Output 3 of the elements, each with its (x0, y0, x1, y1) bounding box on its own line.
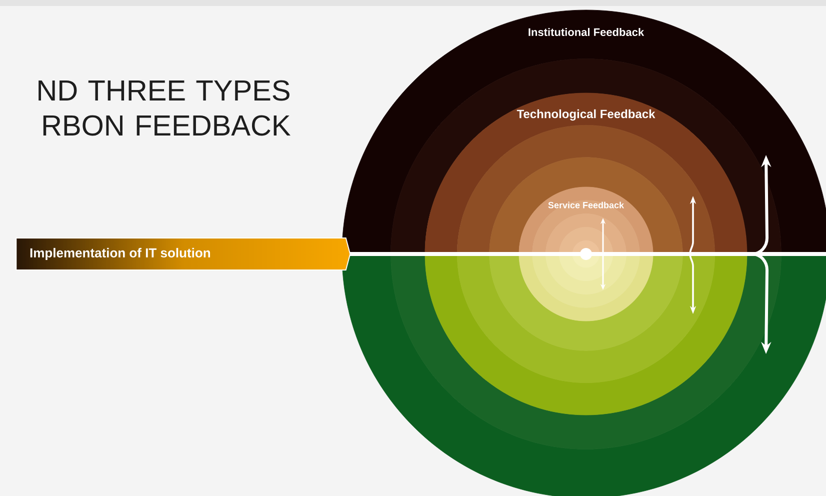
title: ND THREE TYPES RBON FEEDBACK (38, 80, 290, 136)
feedback-ring: Service Feedback (518, 186, 654, 322)
arrow-banner: Implementation of IT solution (16, 238, 351, 270)
